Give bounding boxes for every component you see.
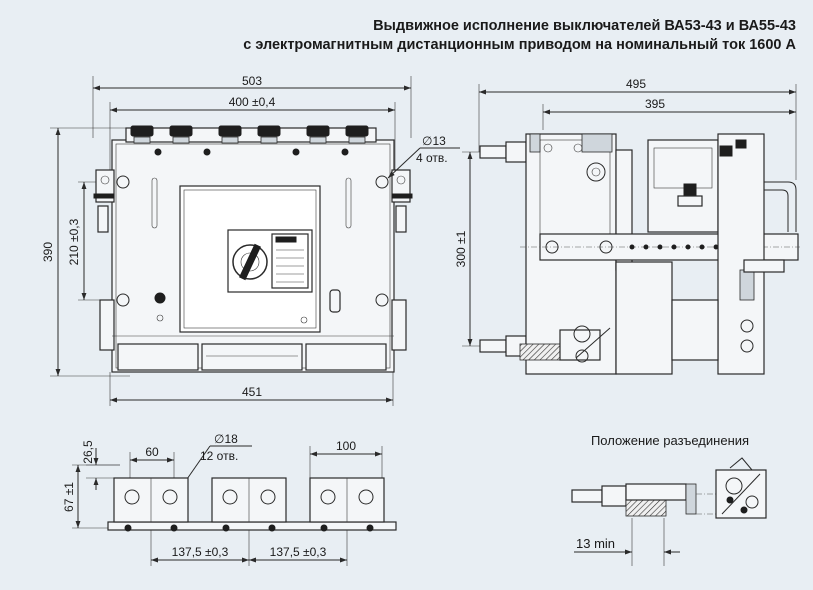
drive-mechanism xyxy=(647,139,719,233)
top-terminals xyxy=(130,125,369,144)
lower-busbar xyxy=(479,339,507,353)
dim-front-bottom-width: 451 xyxy=(242,385,262,399)
strip-pins xyxy=(154,148,349,156)
disconnect-busbar xyxy=(571,489,603,503)
dim-front-width-holes: 400 ±0,4 xyxy=(229,95,276,109)
dim-terminal-pad-width: 60 xyxy=(145,445,159,459)
terminal-base xyxy=(107,521,397,531)
mounting-holes-front xyxy=(116,175,389,307)
bottom-block-left xyxy=(117,343,199,371)
dim-front-width-total: 503 xyxy=(242,74,262,88)
key-switch[interactable] xyxy=(329,289,341,313)
hole-count-terminal: 12 отв. xyxy=(200,449,238,463)
rear-panel xyxy=(717,133,765,375)
disconnect-contact xyxy=(715,457,767,519)
dim-front-height-total: 390 xyxy=(41,242,55,262)
terminal-view: 26,5 67 ±1 60 100 ∅18 12 отв. xyxy=(62,432,397,566)
hole-count-front: 4 отв. xyxy=(416,151,448,165)
rotary-handle[interactable] xyxy=(232,244,268,280)
disconnect-insulation xyxy=(625,499,667,517)
dim-terminal-offset: 26,5 xyxy=(81,440,95,464)
bottom-block-center xyxy=(201,343,303,371)
lower-contact-insulation xyxy=(519,343,561,361)
nameplate xyxy=(271,233,309,289)
dim-side-depth-total: 495 xyxy=(626,77,646,91)
title-line-2: с электромагнитным дистанционным приводо… xyxy=(243,37,796,53)
dim-side-height: 300 ±1 xyxy=(454,230,468,267)
dim-front-height-holes: 210 ±0,3 xyxy=(67,218,81,265)
hole-diameter-terminal: ∅18 xyxy=(214,432,238,446)
terminal-pairs xyxy=(113,477,385,523)
front-view: 503 400 ±0,4 390 210 ±0,3 xyxy=(41,74,460,406)
dim-side-depth-body: 395 xyxy=(645,97,665,111)
dim-terminal-height: 67 ±1 xyxy=(62,482,76,512)
side-lugs-front xyxy=(93,169,413,351)
upper-busbar xyxy=(479,145,507,159)
title-block: Выдвижное исполнение выключателей ВА53-4… xyxy=(243,18,796,53)
dim-disconnect-min: 13 min xyxy=(576,536,615,551)
top-contact-strip xyxy=(125,127,377,143)
dim-terminal-pitch-2: 137,5 ±0,3 xyxy=(270,545,327,559)
indicator-lamp xyxy=(154,292,166,304)
hole-diameter-front: ∅13 xyxy=(422,134,446,148)
bottom-block-right xyxy=(305,343,387,371)
dim-terminal-group: 100 xyxy=(336,439,356,453)
disconnect-view: Положение разъединения 13 min xyxy=(571,433,767,566)
side-view: 495 395 300 ±1 xyxy=(454,77,800,375)
title-line-1: Выдвижное исполнение выключателей ВА53-4… xyxy=(373,18,796,34)
disconnect-caption: Положение разъединения xyxy=(591,433,749,448)
dim-terminal-pitch-1: 137,5 ±0,3 xyxy=(172,545,229,559)
terminal-base-screws xyxy=(124,524,374,532)
